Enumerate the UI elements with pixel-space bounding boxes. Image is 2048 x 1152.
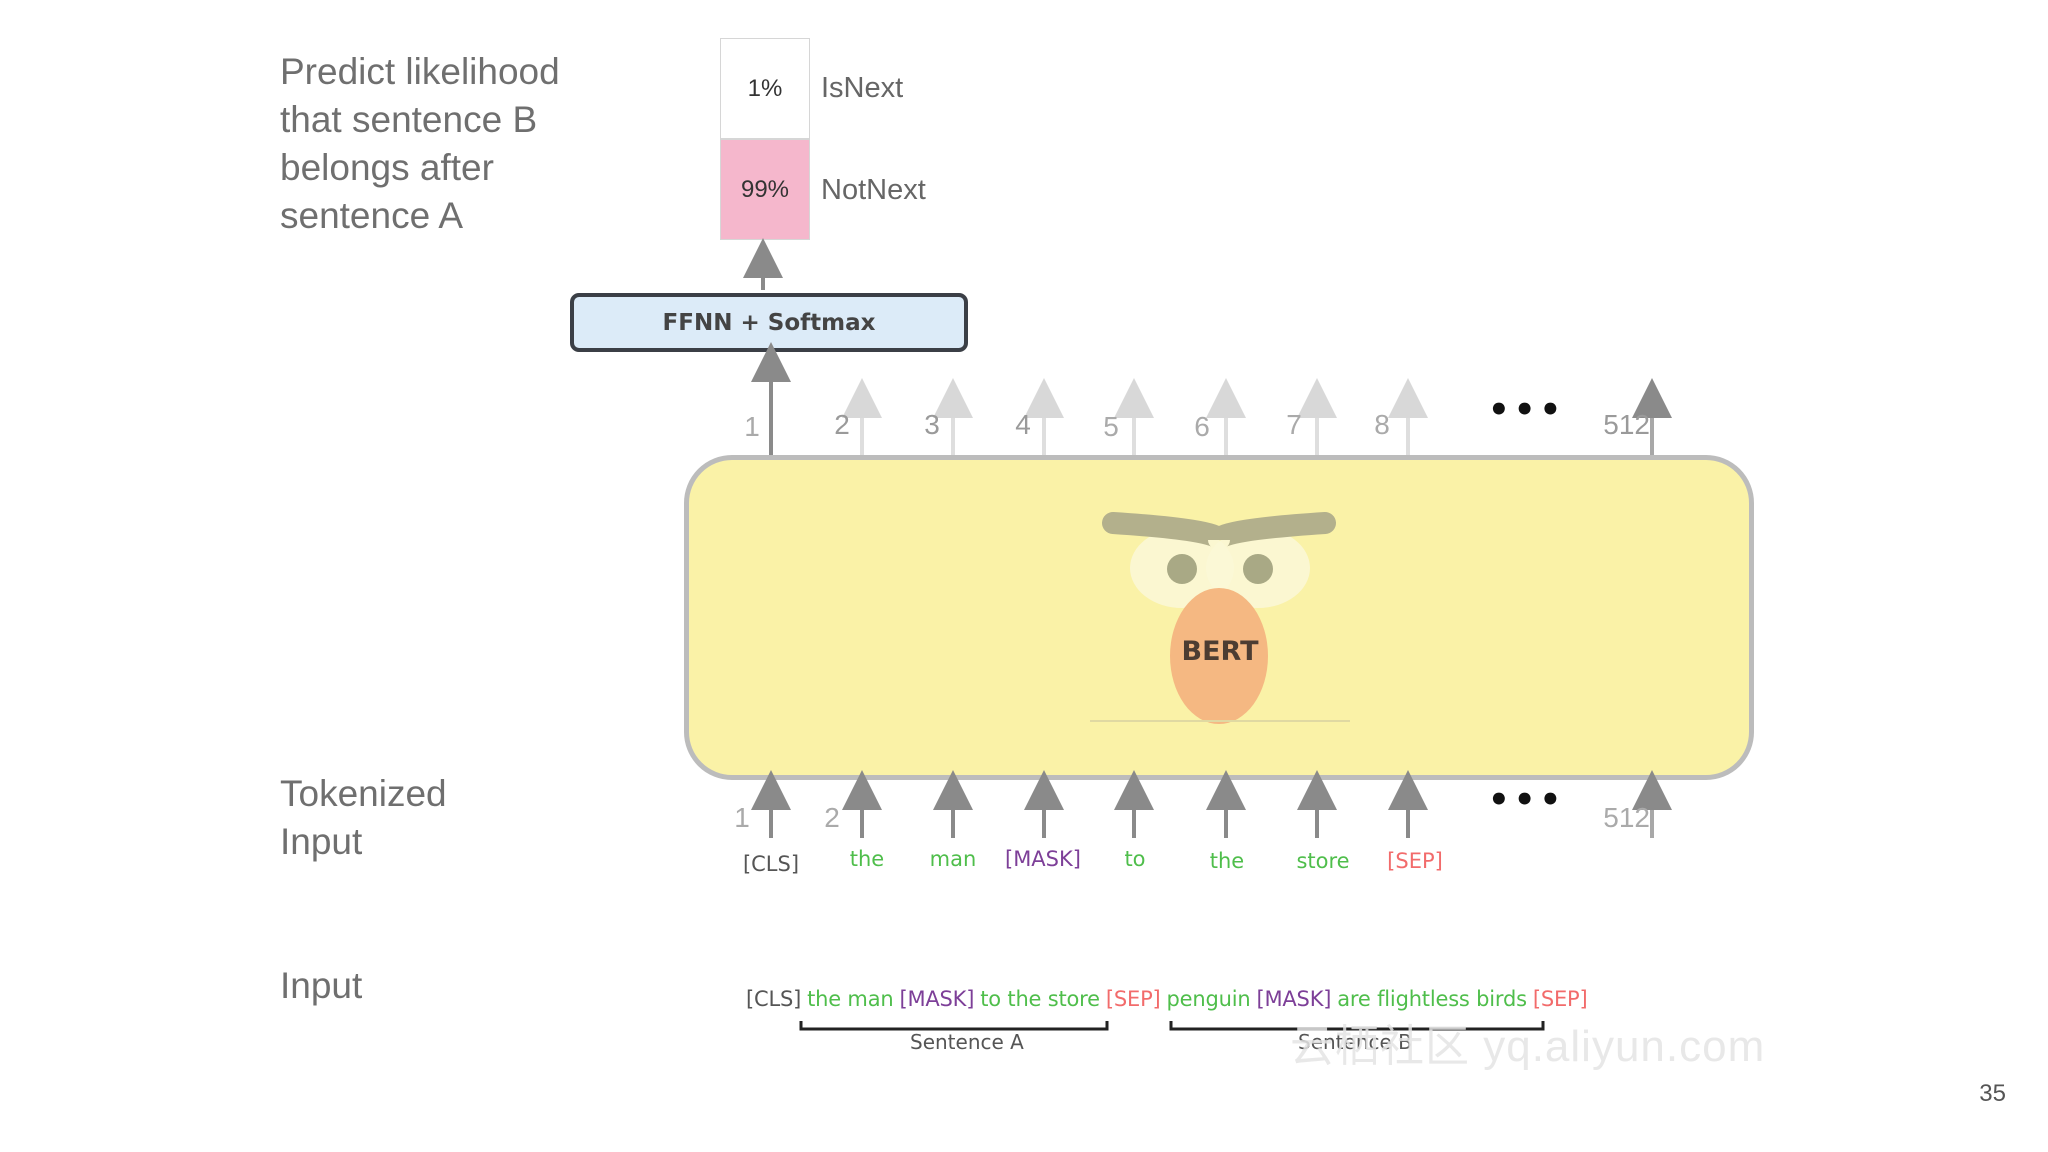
output-position-6: 6 <box>1194 411 1210 442</box>
predict-label-line-4: sentence A <box>280 195 464 236</box>
output-position-1: 1 <box>744 411 760 442</box>
seq-mask-2: [MASK] <box>1256 987 1332 1011</box>
tokenized-input-label: Tokenized Input <box>280 770 447 866</box>
input-position-512: 512 <box>1603 802 1650 833</box>
output-position-2: 2 <box>834 409 850 440</box>
watermark: 云栖社区 yq.aliyun.com <box>1290 1022 1766 1071</box>
sentence-a-bracket <box>799 1021 1109 1031</box>
seq-sep-2: [SEP] <box>1532 987 1588 1011</box>
token-store: store <box>1296 849 1350 873</box>
tokenized-label-line-1: Tokenized <box>280 773 447 814</box>
notnext-label: NotNext <box>821 174 926 206</box>
output-position-5: 5 <box>1103 411 1119 442</box>
notnext-probability-box: 99% <box>720 139 810 240</box>
page-number: 35 <box>1979 1080 2006 1107</box>
input-position-1: 1 <box>734 802 750 833</box>
output-position-8: 8 <box>1374 409 1390 440</box>
token-man: man <box>929 847 977 871</box>
sentence-b-bracket <box>1169 1021 1545 1031</box>
predict-label-line-3: belongs after <box>280 147 494 188</box>
seq-the-man: the man <box>807 987 894 1011</box>
input-sequence: [CLS]the man[MASK]to the store[SEP]pengu… <box>746 987 1594 1011</box>
predict-label-line-1: Predict likelihood <box>280 51 560 92</box>
predict-label-line-2: that sentence B <box>280 99 538 140</box>
output-position-4: 4 <box>1015 409 1031 440</box>
seq-flightless-birds: are flightless birds <box>1337 987 1527 1011</box>
bert-face-illustration <box>1090 512 1350 724</box>
output-position-3: 3 <box>924 409 940 440</box>
token-mask: [MASK] <box>1005 847 1081 871</box>
input-label: Input <box>280 965 363 1006</box>
token-the: the <box>849 847 885 871</box>
input-position-2: 2 <box>824 802 840 833</box>
output-position-7: 7 <box>1286 409 1302 440</box>
bert-label: BERT <box>1181 636 1259 667</box>
seq-mask-1: [MASK] <box>899 987 975 1011</box>
token-the-2: the <box>1209 849 1245 873</box>
isnext-label: IsNext <box>821 72 904 104</box>
token-sep: [SEP] <box>1387 849 1443 873</box>
seq-cls: [CLS] <box>746 987 802 1011</box>
sentence-a-label: Sentence A <box>910 1030 1024 1054</box>
tokenized-label-line-2: Input <box>280 821 363 862</box>
input-ellipsis: ••• <box>1488 780 1566 820</box>
token-cls: [CLS] <box>742 852 800 876</box>
isnext-probability-box: 1% <box>720 38 810 139</box>
seq-sep-1: [SEP] <box>1105 987 1161 1011</box>
seq-to-the-store: to the store <box>980 987 1100 1011</box>
predict-label: Predict likelihood that sentence B belon… <box>280 48 560 240</box>
output-ellipsis: ••• <box>1488 390 1566 430</box>
sentence-b-label: Sentence B <box>1298 1030 1412 1054</box>
token-to: to <box>1124 847 1146 871</box>
seq-penguin: penguin <box>1166 987 1251 1011</box>
output-position-512: 512 <box>1603 409 1650 440</box>
